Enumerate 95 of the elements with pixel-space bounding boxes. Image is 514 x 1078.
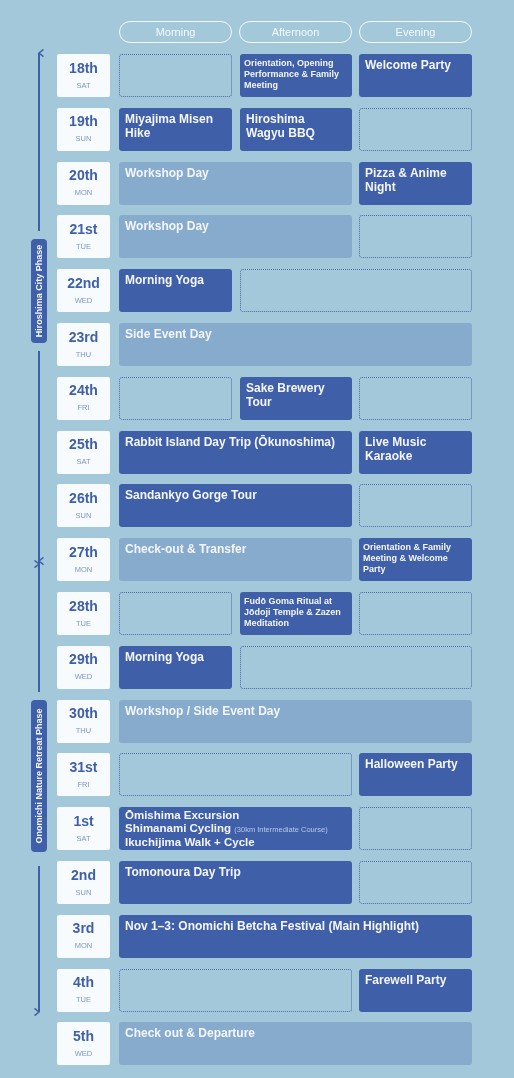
- date-number: 23rd: [68, 328, 99, 346]
- activity-text: Hiroshima Wagyu BBQ: [246, 111, 315, 140]
- activity-text: Workshop / Side Event Day: [125, 703, 281, 718]
- activity-card: [119, 323, 472, 366]
- phase-label-text: Onomichi Nature Retreat Phase: [34, 708, 44, 844]
- activity-text: Pizza & Anime Night: [365, 165, 447, 194]
- activity-card: [359, 538, 472, 582]
- activity-text: Ikuchijima Walk + Cycle: [125, 836, 255, 849]
- activity-card: [359, 968, 472, 1012]
- activity-text: Sake Brewery Tour: [246, 380, 325, 409]
- activity-text: Halloween Party: [365, 757, 458, 772]
- date-number: 2nd: [71, 866, 96, 884]
- activity-card: [119, 430, 352, 474]
- date-card: [57, 430, 110, 474]
- date-number: 20th: [69, 167, 98, 185]
- activity-card: [119, 861, 352, 904]
- activity-card: [119, 538, 352, 582]
- date-number: 29th: [69, 651, 98, 669]
- date-number: 18th: [69, 59, 98, 77]
- date-card: [57, 54, 110, 97]
- date-card: [57, 645, 110, 689]
- activity-text: Morning Yoga: [125, 649, 204, 664]
- date-card: [57, 269, 110, 313]
- activity-text: Orientation & Family Meeting & Welcome Party: [363, 542, 451, 575]
- activity-text: Check-out & Transfer: [125, 542, 247, 557]
- phase-label-text: Hiroshima City Phase: [34, 244, 44, 338]
- column-header-text: Evening: [395, 26, 436, 38]
- activity-text: Welcome Party: [365, 58, 451, 72]
- activity-text: Workshop Day: [125, 219, 209, 234]
- activity-card: [359, 430, 472, 474]
- activity-text: Workshop Day: [125, 165, 209, 180]
- date-number: 22nd: [67, 274, 100, 292]
- activity-card: [119, 107, 232, 151]
- activity-card: [119, 161, 352, 205]
- activity-card: [119, 914, 472, 958]
- date-number: 19th: [69, 113, 98, 131]
- date-card: [57, 215, 110, 259]
- activity-card: [119, 269, 232, 313]
- activity-text: Side Event Day: [125, 327, 212, 341]
- activity-card: [359, 161, 472, 205]
- activity-text: Shimanami Cycling: [125, 821, 232, 834]
- phase-label: [31, 700, 47, 852]
- activity-card: [359, 54, 472, 97]
- date-number: 3rd: [72, 920, 95, 938]
- phase-label: [31, 239, 47, 343]
- activity-text: Fudō Goma Ritual at Jōdoji Temple & Zazen Meditation: [244, 596, 341, 628]
- date-card: [57, 484, 110, 528]
- column-header-text: Afternoon: [271, 26, 320, 38]
- date-card: [57, 376, 110, 420]
- activity-card: [359, 753, 472, 797]
- date-card: [57, 807, 110, 851]
- date-number: 27th: [69, 543, 98, 561]
- activity-card: [119, 215, 352, 259]
- activity-text: Morning Yoga: [125, 273, 204, 288]
- date-card: [57, 107, 110, 151]
- activity-card: [119, 484, 352, 528]
- date-number: 25th: [69, 436, 98, 454]
- activity-text: Nov 1–3: Onomichi Betcha Festival (Main Highlight): [125, 918, 420, 933]
- activity-card: [240, 376, 352, 420]
- activity-text: Rabbit Island Day Trip (Ōkunoshima): [125, 434, 336, 449]
- activity-text: Farewell Party: [365, 972, 447, 987]
- activity-text: Live Music Karaoke: [365, 434, 427, 463]
- activity-text: Orientation, Opening Performance & Family Meeting: [244, 58, 340, 90]
- date-card: [57, 592, 110, 635]
- date-card: [57, 1022, 110, 1066]
- date-card: [57, 968, 110, 1012]
- date-number: 21st: [69, 220, 98, 238]
- date-card: [57, 323, 110, 366]
- date-card: [57, 914, 110, 958]
- activity-card: [119, 1022, 472, 1066]
- date-number: 31st: [69, 758, 98, 776]
- date-number: 1st: [73, 812, 94, 830]
- date-card: [57, 861, 110, 904]
- date-number: 4th: [73, 974, 94, 992]
- activity-card: [240, 592, 352, 635]
- date-number: 26th: [69, 489, 98, 507]
- activity-text: Miyajima Misen Hike: [125, 111, 214, 140]
- activity-text: Sandankyo Gorge Tour: [125, 488, 257, 503]
- activity-text: Ōmishima Excursion: [125, 809, 240, 822]
- activity-text: Check out & Departure: [125, 1026, 256, 1041]
- activity-text: Tomonoura Day Trip: [125, 865, 241, 879]
- activity-card: [119, 807, 352, 851]
- date-number: 28th: [69, 597, 98, 615]
- activity-card: [240, 107, 352, 151]
- date-number: 30th: [69, 705, 98, 723]
- activity-card: [119, 699, 472, 743]
- column-header-text: Morning: [155, 26, 196, 38]
- date-number: 24th: [69, 382, 98, 400]
- date-card: [57, 161, 110, 205]
- date-card: [57, 753, 110, 797]
- date-number: 5th: [73, 1027, 94, 1045]
- date-card: [57, 538, 110, 582]
- activity-card: [119, 645, 232, 689]
- activity-card: [240, 54, 352, 97]
- date-card: [57, 699, 110, 743]
